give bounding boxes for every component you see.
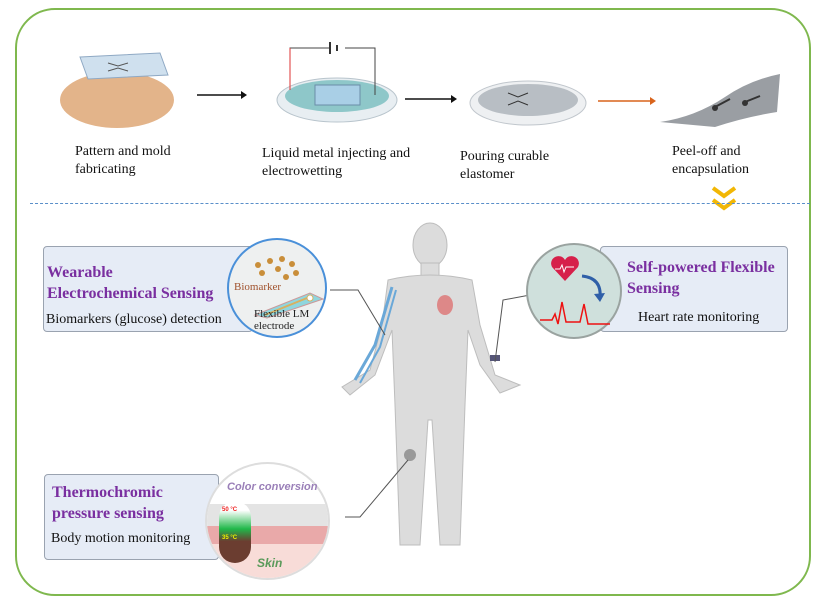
curved-arrow-icon (581, 274, 605, 302)
title-line: pressure sensing (52, 505, 164, 522)
title-line: Wearable (47, 264, 113, 281)
title-line: Self-powered Flexible (627, 259, 775, 276)
electrochemical-sensing-card (43, 246, 253, 332)
electrowetting-illustration (276, 42, 398, 123)
temp-high-label: 50 °C (222, 507, 238, 513)
thermochromic-inset (205, 462, 330, 580)
elastomer-dish-illustration (469, 80, 587, 126)
biomarker-dots-icon (255, 256, 299, 280)
double-chevron-down-icon (711, 186, 737, 211)
self-powered-sensing-card (600, 246, 788, 332)
biomarker-inset (227, 238, 327, 338)
peeled-film-illustration (660, 74, 780, 127)
heart-icon (551, 256, 579, 281)
step-label-mold: Pattern and mold fabricating (75, 144, 171, 177)
thermochromic-sensing-card (44, 474, 219, 560)
electrode-label-line: Flexible LM (254, 308, 310, 320)
section-divider (30, 203, 810, 204)
title-line: Electrochemical Sensing (47, 285, 214, 302)
step-label-pouring: Pouring curable elastomer (460, 149, 550, 182)
orange-arrow-icon (598, 97, 656, 105)
card-title: Thermochromic pressure sensing (52, 482, 164, 524)
title-line: Sensing (627, 280, 680, 297)
electrode-label-line: electrode (254, 320, 295, 332)
biomarker-label: Biomarker (234, 281, 282, 293)
card-subtitle: Body motion monitoring (51, 531, 191, 546)
step-label-injecting: Liquid metal injecting and electrowettin… (262, 146, 411, 179)
arrow-icon (405, 95, 457, 103)
human-body-figure (341, 222, 522, 546)
arrow-icon (197, 91, 247, 99)
diagram-frame (15, 8, 811, 596)
title-line: Thermochromic (52, 484, 163, 501)
card-subtitle: Biomarkers (glucose) detection (46, 312, 222, 327)
color-conversion-label: Color conversion (227, 481, 318, 493)
lm-electrode-icon (253, 292, 325, 319)
temp-low-label: 35 °C (222, 535, 238, 541)
color-indicator (219, 501, 251, 563)
card-subtitle: Heart rate monitoring (638, 310, 760, 325)
ecg-waveform-icon (540, 301, 610, 325)
skin-label: Skin (257, 556, 283, 570)
step-label-peel: Peel-off and encapsulation (672, 144, 749, 177)
mold-fabrication-illustration (60, 52, 174, 128)
